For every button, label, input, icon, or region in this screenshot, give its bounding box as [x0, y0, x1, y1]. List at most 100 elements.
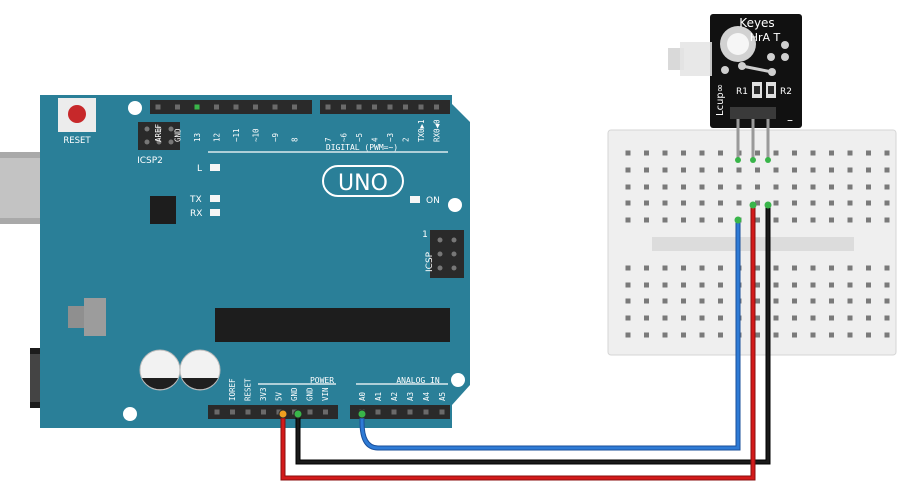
digital-pin-label: 8 — [291, 137, 300, 142]
digital-label: DIGITAL (PWM=~) — [326, 143, 398, 152]
breadboard-hole — [773, 298, 779, 304]
led-rx — [210, 209, 220, 216]
breadboard-hole — [847, 184, 853, 190]
breadboard-hole — [699, 167, 705, 173]
breadboard-hole — [699, 200, 705, 206]
power-pin-hole — [307, 409, 313, 415]
digital-pin-label: ~11 — [232, 128, 241, 142]
breadboard-hole — [866, 265, 871, 271]
digital-pin-hole — [372, 104, 377, 110]
breadboard-hole — [884, 184, 890, 190]
breadboard-hole — [866, 217, 871, 223]
power-pin-hole — [230, 409, 235, 415]
breadboard-hole — [644, 200, 649, 206]
breadboard-hole — [755, 315, 760, 321]
breadboard-hole — [644, 150, 649, 156]
breadboard-hole — [681, 200, 686, 206]
power-pin-hole — [261, 409, 266, 415]
digital-pin-hole — [272, 104, 278, 110]
power-pin-hole — [323, 409, 328, 415]
icsp-header — [430, 230, 464, 278]
breadboard-hole — [625, 298, 631, 304]
breadboard-hole — [884, 298, 890, 304]
analog-pin-hole — [391, 409, 397, 415]
reset-label: RESET — [63, 136, 91, 146]
breadboard-hole — [625, 184, 631, 190]
breadboard-hole — [662, 265, 668, 271]
breadboard-hole — [718, 265, 723, 271]
digital-pin-hole — [214, 104, 219, 110]
breadboard-hole — [699, 315, 705, 321]
breadboard-hole — [755, 184, 760, 190]
breadboard-hole — [736, 167, 742, 173]
breadboard-hole — [662, 167, 668, 173]
breadboard-hole — [829, 150, 834, 156]
digital-pin-label: TX0▶1 — [417, 119, 426, 142]
wires — [278, 201, 772, 481]
minus-label: – — [787, 113, 793, 127]
breadboard-hole — [829, 167, 834, 173]
digital-pin-hole — [387, 104, 393, 110]
breadboard-hole — [718, 332, 723, 338]
breadboard-hole — [625, 315, 631, 321]
digital-pin-hole — [194, 104, 200, 110]
digital-pin-hole — [155, 104, 161, 110]
breadboard-hole — [866, 167, 871, 173]
digital-pin-hole — [233, 104, 239, 110]
breadboard-hole — [681, 315, 686, 321]
analog-pin-label: A4 — [422, 391, 431, 401]
analog-pin-label: A2 — [390, 392, 399, 401]
power-pin-label: IOREF — [228, 378, 237, 401]
breadboard-hole — [755, 200, 760, 206]
digital-pin-holes — [155, 104, 439, 110]
breadboard-hole — [792, 217, 797, 223]
breadboard-hole — [644, 265, 649, 271]
power-pin-label: 3V3 — [259, 387, 268, 401]
breadboard-hole — [829, 217, 834, 223]
breadboard-hole — [866, 184, 871, 190]
breadboard-hole — [810, 298, 816, 304]
digital-pin-hole — [403, 104, 408, 110]
breadboard-hole — [829, 265, 834, 271]
breadboard-hole — [662, 184, 668, 190]
breadboard-hole — [736, 184, 742, 190]
breadboard-hole — [792, 282, 797, 288]
sensor-model: HrA T — [750, 31, 781, 44]
breadboard-hole — [792, 265, 797, 271]
breadboard-hole — [662, 315, 668, 321]
breadboard-hole — [718, 298, 723, 304]
analog-pin-hole — [439, 409, 445, 415]
analog-pin-label: A5 — [438, 392, 447, 401]
breadboard-hole — [810, 167, 816, 173]
breadboard-hole — [866, 332, 871, 338]
breadboard-hole — [810, 150, 816, 156]
led-on-label: ON — [426, 196, 440, 206]
voltage-regulator — [68, 306, 86, 328]
breadboard-hole — [810, 315, 816, 321]
digital-pin-label: AREF — [154, 123, 163, 142]
breadboard-hole — [773, 282, 779, 288]
breadboard-hole — [829, 184, 834, 190]
breadboard-hole — [699, 298, 705, 304]
breadboard-hole — [884, 315, 890, 321]
breadboard-hole — [681, 265, 686, 271]
breadboard-hole — [810, 265, 816, 271]
digital-pin-hole — [175, 104, 180, 110]
breadboard-hole — [884, 282, 890, 288]
power-pin-label: 5V — [275, 391, 284, 401]
breadboard-hole — [755, 282, 760, 288]
breadboard-hole — [792, 200, 797, 206]
breadboard-hole — [681, 332, 686, 338]
uno-label: UNO — [338, 171, 388, 196]
breadboard-hole — [718, 167, 723, 173]
power-label: POWER — [310, 376, 334, 385]
breadboard-hole — [699, 265, 705, 271]
digital-pin-label: ~10 — [252, 128, 261, 142]
breadboard-hole — [699, 282, 705, 288]
breadboard-hole — [884, 200, 890, 206]
digital-pin-label: ~5 — [355, 133, 364, 142]
led-on — [410, 196, 420, 203]
